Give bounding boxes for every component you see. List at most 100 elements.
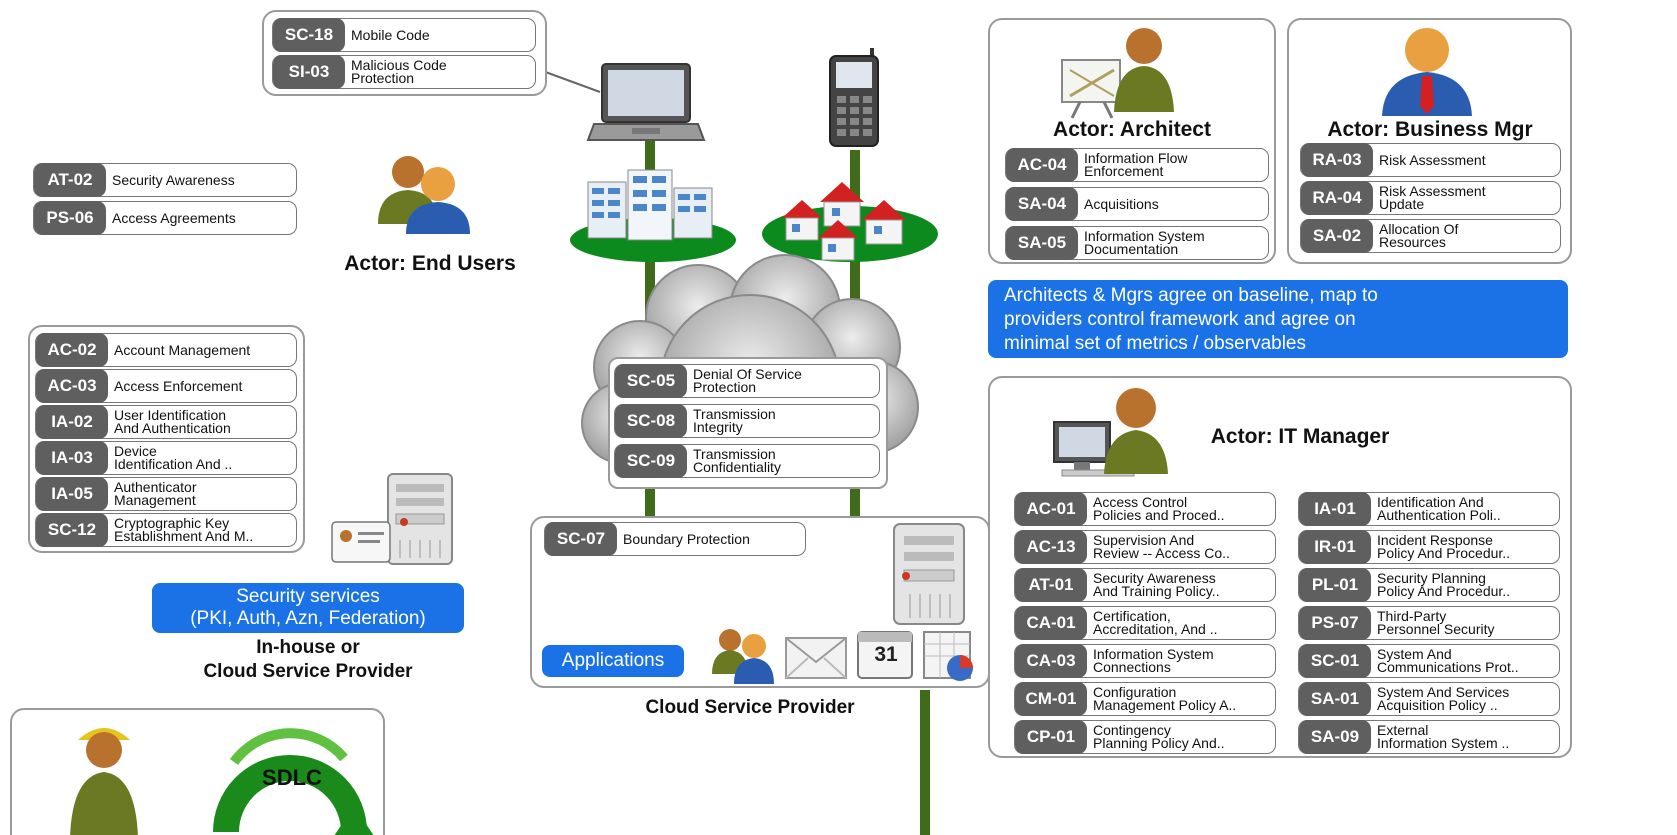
control-code: IR-01 <box>1299 530 1371 564</box>
control-code: IA-02 <box>36 405 108 439</box>
control-code: SC-08 <box>615 404 687 438</box>
network-line-right <box>850 150 860 210</box>
calendar-icon <box>857 631 913 679</box>
control-label: Information System Connections <box>1093 646 1214 675</box>
control-label: Risk Assessment <box>1379 151 1486 168</box>
laptop-icon <box>586 63 706 141</box>
control-pl-01: PL-01 Security Planning Policy And Proce… <box>1298 568 1560 602</box>
control-label: Transmission Integrity <box>693 406 776 435</box>
security-services-badge: Security services (PKI, Auth, Azn, Feder… <box>152 583 464 633</box>
control-label: Acquisitions <box>1084 195 1159 212</box>
applications-badge: Applications <box>542 645 684 677</box>
control-label: Cryptographic Key Establishment And M.. <box>114 515 254 544</box>
control-code: AC-02 <box>36 333 108 367</box>
control-code: SC-09 <box>615 444 687 478</box>
control-sc-01: SC-01 System And Communications Prot.. <box>1298 644 1560 678</box>
control-label: Access Enforcement <box>114 377 243 394</box>
control-label: Security Planning Policy And Procedur.. <box>1377 570 1511 599</box>
control-code: SA-04 <box>1006 187 1078 221</box>
control-code: SA-02 <box>1301 219 1373 253</box>
control-ac-04: AC-04 Information Flow Enforcement <box>1005 148 1269 182</box>
control-code: PS-06 <box>34 201 106 235</box>
control-code: AT-01 <box>1015 568 1087 602</box>
control-label: User Identification And Authentication <box>114 407 231 436</box>
control-label: Authenticator Management <box>114 479 197 508</box>
control-label: Security Awareness And Training Policy.. <box>1093 570 1220 599</box>
network-line-bottom <box>920 690 930 835</box>
control-sc-05: SC-05 Denial Of Service Protection <box>614 364 880 398</box>
control-label: Information System Documentation <box>1084 228 1205 257</box>
houses-icon <box>762 182 938 262</box>
sdlc-label: SDLC <box>262 765 322 790</box>
control-at-02: AT-02 Security Awareness <box>33 163 297 197</box>
control-label: Information Flow Enforcement <box>1084 150 1188 179</box>
control-label: Supervision And Review -- Access Co.. <box>1093 532 1230 561</box>
users-group-icon <box>712 629 774 684</box>
actor-architect: Actor: Architect <box>1053 118 1211 141</box>
control-code: PS-07 <box>1299 606 1371 640</box>
control-label: Access Control Policies and Proced.. <box>1093 494 1225 523</box>
agreement-note: Architects & Mgrs agree on baseline, map… <box>988 280 1568 358</box>
spreadsheet-chart-icon <box>923 631 973 681</box>
email-envelope-icon <box>785 637 847 679</box>
control-code: PL-01 <box>1299 568 1371 602</box>
security-services-text: Security services (PKI, Auth, Azn, Feder… <box>190 586 426 629</box>
identity-server-icon <box>331 473 453 565</box>
mobile-phone-icon <box>829 48 879 147</box>
control-code: SA-09 <box>1299 720 1371 754</box>
control-label: System And Services Acquisition Policy .… <box>1377 684 1510 713</box>
control-ac-13: AC-13 Supervision And Review -- Access C… <box>1014 530 1276 564</box>
sdlc-cycle-icon <box>213 728 374 835</box>
control-ac-02: AC-02 Account Management <box>35 333 297 367</box>
applications-text: Applications <box>561 650 665 671</box>
end-users-icon <box>378 156 470 234</box>
control-ac-01: AC-01 Access Control Policies and Proced… <box>1014 492 1276 526</box>
control-code: CM-01 <box>1015 682 1087 716</box>
control-sc-18: SC-18 Mobile Code <box>272 18 536 52</box>
cloud-provider-caption: Cloud Service Provider <box>645 697 855 718</box>
control-code: SC-05 <box>615 364 687 398</box>
actor-it-manager: Actor: IT Manager <box>1210 425 1390 448</box>
control-label: Contingency Planning Policy And.. <box>1093 722 1225 751</box>
control-sc-07: SC-07 Boundary Protection <box>544 522 806 556</box>
control-label: Incident Response Policy And Procedur.. <box>1377 532 1511 561</box>
control-label: Security Awareness <box>112 171 235 188</box>
control-label: Malicious Code Protection <box>351 57 447 86</box>
control-ia-01: IA-01 Identification And Authentication … <box>1298 492 1560 526</box>
control-code: AC-04 <box>1006 148 1078 182</box>
control-sa-05: SA-05 Information System Documentation <box>1005 226 1269 260</box>
control-label: Access Agreements <box>112 209 236 226</box>
control-ia-03: IA-03 Device Identification And .. <box>35 441 297 475</box>
control-ia-05: IA-05 Authenticator Management <box>35 477 297 511</box>
control-label: System And Communications Prot.. <box>1377 646 1519 675</box>
control-cm-01: CM-01 Configuration Management Policy A.… <box>1014 682 1276 716</box>
control-code: IA-03 <box>36 441 108 475</box>
business-manager-icon <box>1382 28 1472 116</box>
office-buildings-icon <box>570 169 736 262</box>
control-label: Account Management <box>114 341 251 358</box>
control-code: AC-01 <box>1015 492 1087 526</box>
control-code: CA-03 <box>1015 644 1087 678</box>
it-manager-icon <box>1053 388 1168 477</box>
control-code: RA-04 <box>1301 181 1373 215</box>
control-label: Transmission Confidentiality <box>693 446 781 475</box>
control-code: SA-05 <box>1006 226 1078 260</box>
control-code: AT-02 <box>34 163 106 197</box>
control-sa-04: SA-04 Acquisitions <box>1005 187 1269 221</box>
control-si-03: SI-03 Malicious Code Protection <box>272 55 536 89</box>
control-sa-01: SA-01 System And Services Acquisition Po… <box>1298 682 1560 716</box>
control-code: CP-01 <box>1015 720 1087 754</box>
control-label: External Information System .. <box>1377 722 1510 751</box>
control-sa-02: SA-02 Allocation Of Resources <box>1300 219 1561 253</box>
control-code: IA-05 <box>36 477 108 511</box>
control-ir-01: IR-01 Incident Response Policy And Proce… <box>1298 530 1560 564</box>
control-code: SC-07 <box>545 522 617 556</box>
control-code: IA-01 <box>1299 492 1371 526</box>
control-code: AC-13 <box>1015 530 1087 564</box>
control-sa-09: SA-09 External Information System .. <box>1298 720 1560 754</box>
agreement-note-text: Architects & Mgrs agree on baseline, map… <box>1004 285 1378 354</box>
in-house-provider-caption: In-house or Cloud Service Provider <box>203 637 413 682</box>
control-label: Risk Assessment Update <box>1379 183 1486 212</box>
control-code: AC-03 <box>36 369 108 403</box>
